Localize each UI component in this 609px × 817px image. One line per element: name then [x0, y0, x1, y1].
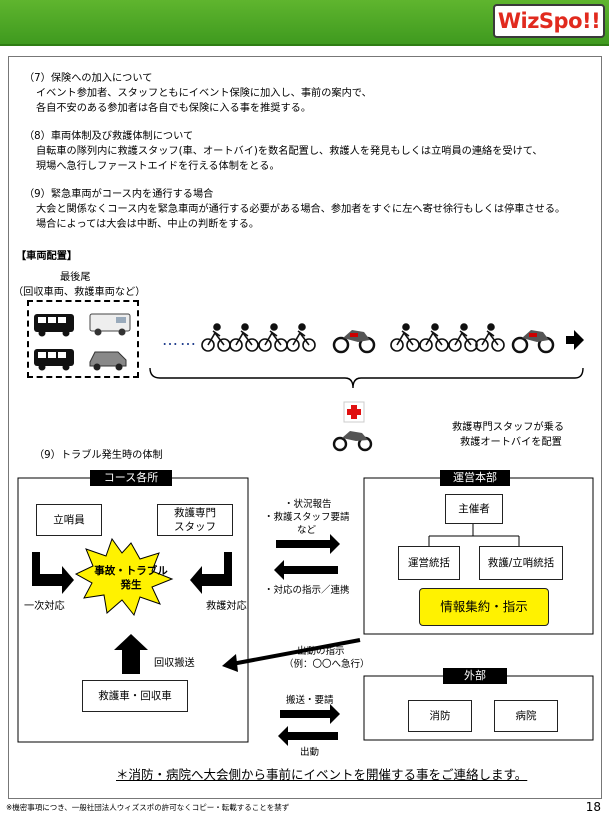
van-icon — [34, 314, 74, 337]
section-9-line: 大会と関係なくコース内を緊急車両が通行する必要がある場合、参加者をすぐに左へ寄せ… — [36, 204, 566, 215]
dispatch-label: （例：〇〇へ急行） — [284, 659, 370, 670]
rescue-lead-box: 救護/立哨統括 — [479, 546, 563, 580]
pickup-arrow — [114, 634, 148, 674]
external-group-title: 外部 — [443, 668, 507, 684]
incident-label-line: 発生 — [120, 579, 142, 591]
instruct-arrow — [274, 560, 338, 580]
fire-box: 消防 — [408, 700, 472, 732]
tail-vehicles-box — [27, 300, 139, 378]
transport-label: 搬送・要請 — [286, 695, 334, 706]
first-response-label: 一次対応 — [24, 601, 65, 612]
cyclist-icon — [258, 323, 288, 352]
trouble-heading: （9）トラブル発生時の体制 — [34, 450, 163, 461]
instruct-label: ・対応の指示／連携 — [264, 585, 350, 596]
rescue-car-box: 救護車・回収車 — [82, 680, 188, 712]
external-group-box — [363, 675, 594, 741]
cyclist-icon — [286, 323, 316, 352]
info-box: 情報集約・指示 — [419, 588, 549, 626]
pickup-label: 回収搬送 — [154, 658, 195, 669]
hq-connector — [428, 524, 520, 546]
dispatch-arrow-head — [222, 654, 238, 672]
hospital-box: 病院 — [494, 700, 558, 732]
section-7-line: 各自不安のある参加者は各自でも保険に入る事を推奨する。 — [36, 103, 312, 114]
truck-icon — [89, 313, 131, 336]
rescue-response-label: 救護対応 — [206, 601, 247, 612]
page-number: 18 — [585, 800, 601, 814]
standby-box: 立哨員 — [36, 504, 102, 536]
footer-note: ※機密事項につき、一般社団法人ウィズスポの許可なくコピー・転載することを禁ず — [6, 803, 290, 812]
first-response-arrow — [32, 552, 74, 594]
cyclist-icon — [390, 323, 420, 352]
rescue-response-arrow — [190, 552, 232, 594]
cyclist-icon — [229, 323, 259, 352]
cyclist-icon — [419, 323, 449, 352]
incident-starburst — [74, 537, 174, 617]
report-arrow — [276, 534, 340, 554]
cyclist-icon — [201, 323, 231, 352]
incident-label: 事故・トラブル 発生 — [92, 564, 170, 592]
external-dispatch-label: 出動 — [300, 747, 320, 758]
section-7-title: （7）保険への加入について — [24, 73, 153, 84]
organizer-box: 主催者 — [445, 494, 503, 524]
motorbike-icon — [511, 330, 555, 354]
incident-label-line: 事故・トラブル — [94, 565, 168, 577]
motorbike-icon — [332, 330, 376, 354]
section-8-line: 自転車の隊列内に救護スタッフ(車、オートバイ)を数名配置し、救護人を発見もしくは… — [36, 146, 543, 157]
contact-note: ＊消防・病院へ大会側から事前にイベントを開催する事をご連絡します。 — [116, 767, 528, 782]
ops-box: 運営統括 — [398, 546, 460, 580]
van-icon — [34, 349, 74, 371]
medic-label: スタッフ — [174, 521, 216, 533]
section-7-line: イベント参加者、スタッフともにイベント保険に加入し、事前の案内で、 — [36, 88, 372, 99]
report-label: など — [297, 525, 317, 536]
last-tail-label: 最後尾 — [60, 272, 91, 283]
transport-arrow — [280, 704, 340, 724]
medic-box: 救護専門 スタッフ — [157, 504, 233, 536]
brace — [149, 367, 584, 389]
last-tail-sub-label: （回収車両、救護車両など） — [13, 287, 146, 298]
cyclist-icon — [448, 323, 478, 352]
section-8-title: （8）車両体制及び救護体制について — [24, 131, 194, 142]
wizspo-logo: WizSpo!! — [493, 4, 605, 38]
section-9-title: （9）緊急車両がコース内を通行する場合 — [24, 189, 214, 200]
course-group-title: コース各所 — [90, 470, 172, 486]
car-icon — [89, 351, 127, 371]
gap-dots: …… — [162, 330, 198, 349]
support-note-line: 救護オートバイを配置 — [460, 437, 562, 448]
vehicle-layout-heading: 【車両配置】 — [16, 251, 78, 262]
support-note-line: 救護専門スタッフが乗る — [452, 422, 565, 433]
red-cross-icon — [343, 401, 365, 423]
dispatch-label: 出動の指示 — [297, 646, 345, 657]
section-8-line: 現場へ急行しファーストエイドを行える体制をとる。 — [36, 161, 280, 172]
hq-group-title: 運営本部 — [440, 470, 510, 486]
report-label: ・救護スタッフ要請 — [264, 512, 350, 523]
cyclist-icon — [475, 323, 505, 352]
section-9-line: 場合によっては大会は中断、中止の判断をする。 — [36, 219, 260, 230]
report-label: ・状況報告 — [284, 499, 332, 510]
direction-arrow-icon — [566, 330, 584, 350]
motorbike-icon — [332, 431, 373, 452]
external-dispatch-arrow — [278, 726, 338, 746]
medic-label: 救護専門 — [174, 507, 216, 519]
